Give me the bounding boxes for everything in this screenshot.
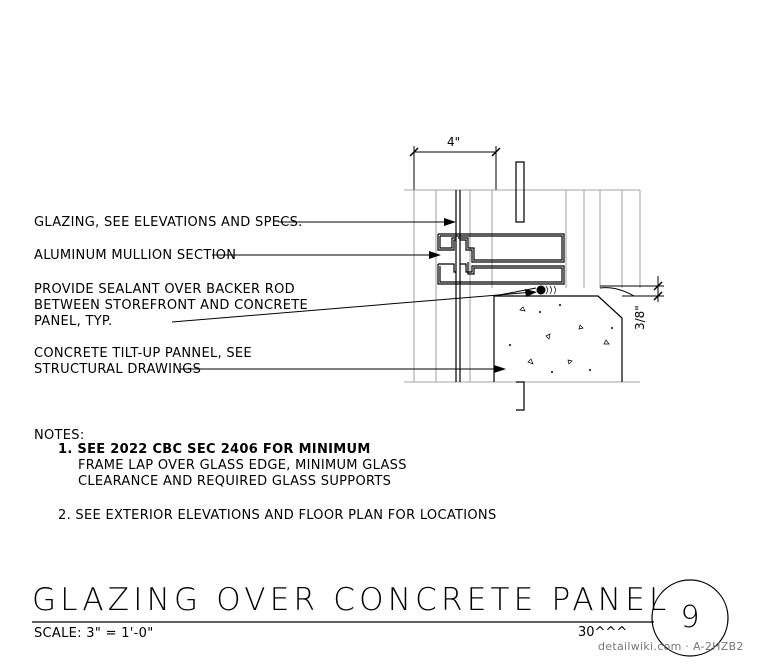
notes-heading: NOTES: bbox=[34, 428, 85, 443]
callout-sealant-line2: BETWEEN STOREFRONT AND CONCRETE bbox=[34, 298, 308, 313]
dimension-label-3-8: 3/8" bbox=[633, 305, 647, 330]
concrete-panel bbox=[493, 287, 623, 382]
callout-sealant-line3: PANEL, TYP. bbox=[34, 314, 113, 329]
glass-pane bbox=[455, 190, 461, 382]
detail-circle bbox=[651, 579, 729, 657]
dimension-3-8 bbox=[599, 276, 664, 302]
watermark: detailwiki.com · A-2HZB2 bbox=[598, 640, 744, 653]
dimension-label-4: 4" bbox=[447, 135, 460, 149]
callout-sealant-line1: PROVIDE SEALANT OVER BACKER ROD bbox=[34, 282, 295, 297]
note-1-line3: CLEARANCE AND REQUIRED GLASS SUPPORTS bbox=[78, 474, 392, 489]
callout-concrete-line1: CONCRETE TILT-UP PANNEL, SEE bbox=[34, 346, 252, 361]
concrete-hatch bbox=[508, 303, 614, 374]
aluminum-mullion bbox=[437, 233, 565, 285]
reference-lines bbox=[404, 189, 641, 383]
detail-title: GLAZING OVER CONCRETE PANEL bbox=[32, 582, 671, 618]
sealant bbox=[545, 285, 556, 295]
scale-label: SCALE: 3" = 1'-0" bbox=[34, 626, 154, 641]
sheet-reference: 30^^^ bbox=[578, 625, 628, 640]
callout-glazing: GLAZING, SEE ELEVATIONS AND SPECS. bbox=[34, 215, 303, 230]
detail-number: 9 bbox=[680, 600, 700, 635]
leaders bbox=[171, 221, 535, 370]
note-1-line2: FRAME LAP OVER GLASS EDGE, MINIMUM GLASS bbox=[78, 458, 407, 473]
callout-concrete-line2: STRUCTURAL DRAWINGS bbox=[34, 362, 202, 377]
callout-mullion: ALUMINUM MULLION SECTION bbox=[34, 248, 237, 263]
wall-return bbox=[515, 161, 525, 411]
note-1-line1: 1. SEE 2022 CBC SEC 2406 FOR MINIMUM bbox=[58, 442, 371, 457]
leader-arrows bbox=[429, 218, 537, 373]
note-2: 2. SEE EXTERIOR ELEVATIONS AND FLOOR PLA… bbox=[58, 508, 497, 523]
backer-rod bbox=[536, 285, 546, 295]
